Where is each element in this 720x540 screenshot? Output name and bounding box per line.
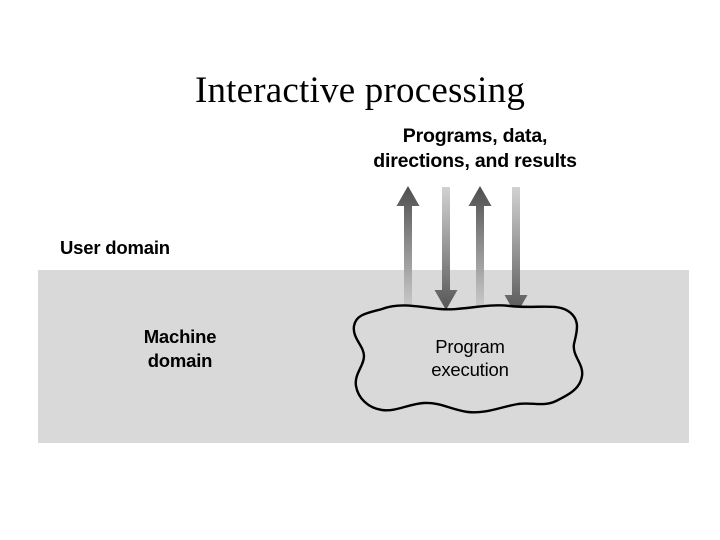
flow-label: Programs, data,directions, and results xyxy=(330,124,620,174)
user-domain-label: User domain xyxy=(60,237,170,258)
flow-label-line2: directions, and results xyxy=(373,149,577,172)
machine-domain-label-line2: domain xyxy=(147,350,213,372)
arrow-up-2 xyxy=(468,186,492,318)
arrow-down-2 xyxy=(504,187,528,315)
program-execution-label-line2: execution xyxy=(431,358,509,380)
program-execution-blob xyxy=(352,304,584,414)
arrow-down-1 xyxy=(434,187,458,310)
page-title: Interactive processing xyxy=(194,70,526,111)
program-execution-label-line1: Program xyxy=(435,336,505,357)
machine-domain-label: Machine domain xyxy=(88,325,272,373)
arrow-up-1 xyxy=(396,186,420,318)
flow-label-line1: Programs, data, xyxy=(402,125,548,147)
machine-domain-label-line1: Machine xyxy=(143,326,217,347)
